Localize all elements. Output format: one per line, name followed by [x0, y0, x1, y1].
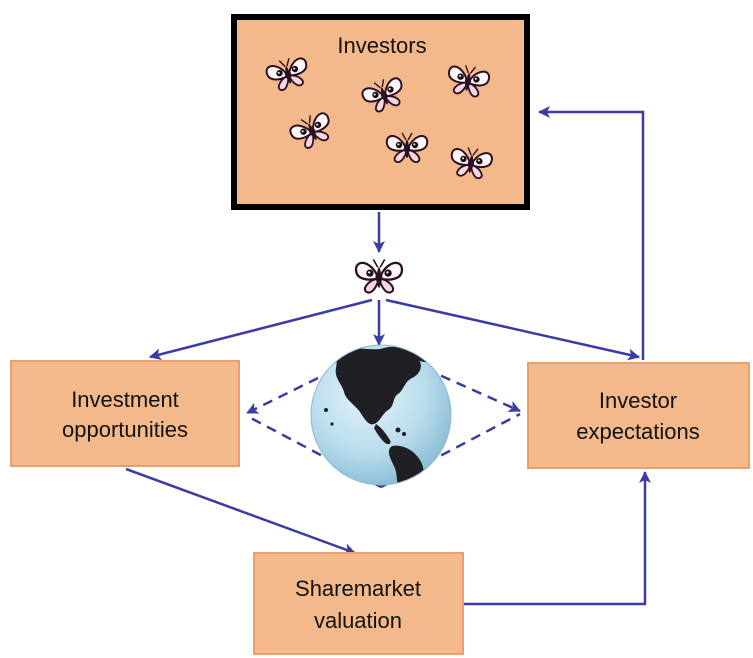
investment-label-line1: Investment [71, 387, 179, 412]
expectations-label-line1: Investor [599, 388, 677, 413]
investors-title: Investors [337, 33, 426, 58]
investment-label-line2: opportunities [62, 417, 188, 442]
valuation-label-line2: valuation [314, 608, 402, 633]
butterfly-icon [354, 258, 404, 294]
sharemarket-valuation-box: Sharemarket valuation [253, 552, 464, 655]
arrow-investor-to-investment [149, 298, 373, 361]
investors-box: Investors [231, 14, 530, 210]
expectations-label-line2: expectations [576, 419, 700, 444]
arrow-expectations-to-investors [538, 106, 645, 360]
investment-opportunities-box: Investment opportunities [10, 360, 240, 467]
investor-expectations-box: Investor expectations [527, 362, 750, 469]
arrow-investor-to-expectations [385, 298, 640, 361]
arrow-valuation-to-expectations [464, 471, 651, 606]
valuation-label-line1: Sharemarket [295, 576, 421, 601]
arrow-investment-to-valuation [125, 467, 356, 555]
globe-icon [310, 344, 452, 486]
